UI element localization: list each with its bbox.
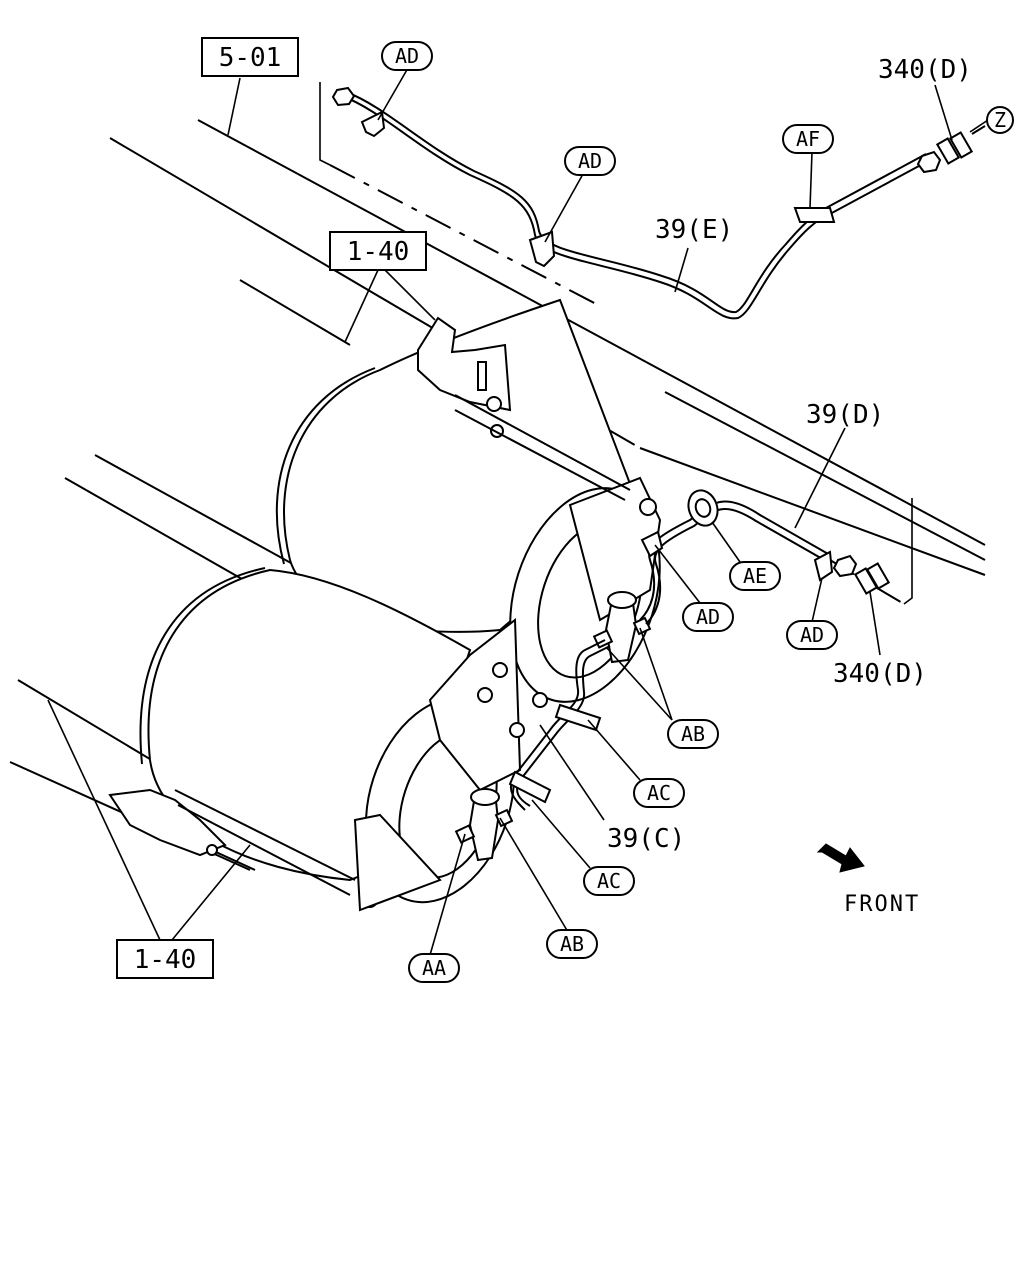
ref-box-5-01: 5-01 [201,37,299,77]
callout-aa-label: AA [422,956,446,980]
callout-ac-2: AC [583,866,635,896]
callout-ad-1-label: AD [395,44,419,68]
callout-ab-1: AB [667,719,719,749]
callout-ae-label: AE [743,564,767,588]
part-label-39d: 39(D) [806,400,884,430]
pipe-39c [508,639,611,811]
pipe-39e-group [319,82,986,320]
ref-label-1-40-top: 1-40 [347,237,410,267]
callout-ac-1-label: AC [647,781,671,805]
callout-ad-3-label: AD [696,605,720,629]
ref-box-1-40-bottom: 1-40 [116,939,214,979]
callout-ad-3: AD [682,602,734,632]
leader-lines [47,67,989,956]
callout-ad-1: AD [381,41,433,71]
callout-aa: AA [408,953,460,983]
part-label-39e: 39(E) [655,215,733,245]
callout-af: AF [782,124,834,154]
callout-ad-2-label: AD [578,149,602,173]
callout-ab-2-label: AB [560,932,584,956]
callout-ab-1-label: AB [681,722,705,746]
pipe-39d [639,489,913,625]
callout-ac-2-label: AC [597,869,621,893]
ref-label-5-01: 5-01 [219,43,282,73]
callout-ad-2: AD [564,146,616,176]
valve-rear [592,591,652,664]
callout-ac-1: AC [633,778,685,808]
part-label-39c: 39(C) [607,824,685,854]
part-label-340d-top: 340(D) [878,55,972,85]
front-direction-indicator: FRONT [816,843,920,917]
callout-z: Z [986,106,1014,134]
ref-box-1-40-top: 1-40 [329,231,427,271]
callout-ad-4: AD [786,620,838,650]
part-label-340d-mid: 340(D) [833,659,927,689]
callout-af-label: AF [796,127,820,151]
callout-z-label: Z [994,108,1006,132]
callout-ae: AE [729,561,781,591]
callout-ab-2: AB [546,929,598,959]
front-label: FRONT [844,892,920,917]
ref-label-1-40-bottom: 1-40 [134,945,197,975]
frame-rails [9,119,986,871]
front-arrow-icon [816,843,865,873]
callout-ad-4-label: AD [800,623,824,647]
valve-front [454,788,514,862]
